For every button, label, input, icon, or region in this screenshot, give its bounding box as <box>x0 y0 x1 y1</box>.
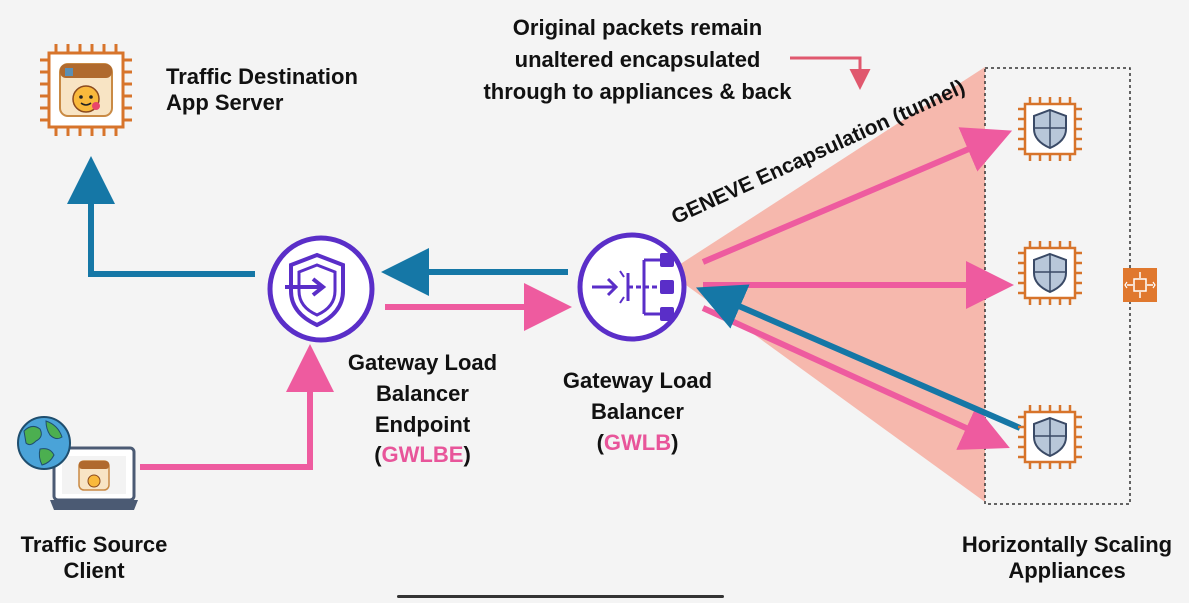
arrow-client-to-gwlbe <box>140 344 334 470</box>
gwlb-abbreviation: (GWLB) <box>596 429 679 455</box>
arrow-gwlb-to-appliance-1 <box>701 127 1013 265</box>
callout-text: Original packets remain unaltered encaps… <box>483 15 792 104</box>
appliances-label: Horizontally Scaling Appliances <box>961 532 1173 584</box>
shield-chip-icon <box>1018 241 1082 305</box>
app-server-label: Traffic Destination App Server <box>166 64 358 116</box>
bottom-edge-bar <box>397 595 724 598</box>
shield-chip-icon <box>1018 405 1082 469</box>
arrow-appliance-3-to-gwlb <box>695 284 1022 431</box>
shield-chip-icon <box>1018 97 1082 161</box>
arrow-gwlbe-to-app-server <box>67 156 255 277</box>
load-balancer-icon <box>577 232 687 342</box>
arrow-gwlb-to-appliance-3 <box>701 305 1010 450</box>
shield-arrow-icon <box>267 235 375 343</box>
client-label: Traffic Source Client <box>20 532 168 584</box>
laptop-icon <box>50 446 138 510</box>
globe-icon <box>17 416 71 470</box>
callout-arrow <box>790 56 871 90</box>
gwlbe-abbreviation: (GWLBE) <box>374 442 471 468</box>
gwlb-label: Gateway Load Balancer (GWLB) <box>535 366 740 458</box>
gwlbe-label: Gateway Load Balancer Endpoint (GWLBE) <box>320 348 525 471</box>
autoscaling-icon <box>1123 268 1157 302</box>
chip-icon <box>40 44 132 136</box>
